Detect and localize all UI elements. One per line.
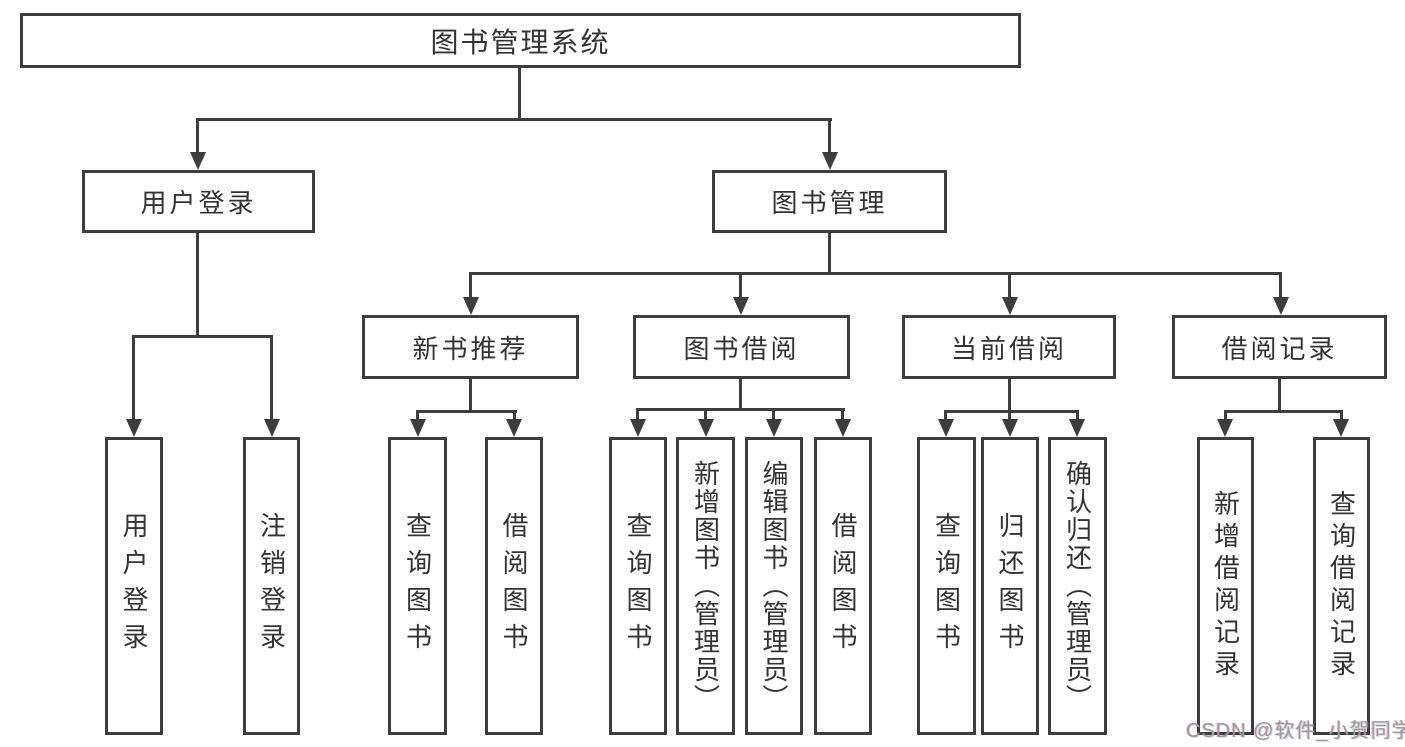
connector-line bbox=[944, 410, 1079, 413]
arrow-down-icon bbox=[1333, 419, 1349, 437]
connector-line bbox=[944, 410, 947, 421]
node-label: 用户登录 bbox=[140, 188, 257, 218]
node-label: 新书推荐 bbox=[412, 333, 529, 364]
node-book-borrowing: 图书借阅 bbox=[633, 315, 850, 379]
arrow-down-icon bbox=[1273, 297, 1289, 315]
node-label: 编辑图书（管理员） bbox=[759, 460, 789, 712]
connector-line bbox=[416, 410, 419, 421]
arrow-down-icon bbox=[766, 419, 782, 437]
connector-line bbox=[1008, 410, 1011, 421]
connector-line bbox=[772, 408, 775, 421]
leaf-bb-borrow-books: 借阅图书 bbox=[814, 437, 872, 735]
node-label: 借阅记录 bbox=[1221, 333, 1338, 364]
connector-line bbox=[196, 118, 199, 154]
watermark-csdn: CSDN @软件_小贺同学 bbox=[1186, 720, 1405, 742]
node-label: 图书借阅 bbox=[683, 333, 800, 364]
connector-line bbox=[518, 68, 521, 118]
node-book-management: 图书管理 bbox=[712, 170, 947, 233]
node-label: 借阅图书 bbox=[828, 512, 858, 660]
connector-line bbox=[1224, 410, 1343, 413]
node-borrowing-records: 借阅记录 bbox=[1172, 315, 1387, 379]
connector-line bbox=[1076, 410, 1079, 421]
arrow-down-icon bbox=[1002, 297, 1018, 315]
node-label: 查询图书 bbox=[402, 512, 433, 660]
node-label: 图书管理系统 bbox=[430, 26, 611, 58]
connector-line bbox=[1340, 410, 1343, 421]
node-user-login: 用户登录 bbox=[82, 170, 315, 233]
leaf-bb-add-books-admin: 新增图书（管理员） bbox=[676, 437, 735, 735]
connector-line bbox=[469, 379, 472, 410]
connector-line bbox=[416, 410, 517, 413]
arrow-down-icon bbox=[410, 419, 426, 437]
leaf-logout: 注销登录 bbox=[243, 437, 300, 735]
connector-line bbox=[1008, 272, 1011, 299]
node-current-borrowing: 当前借阅 bbox=[902, 315, 1116, 379]
arrow-down-icon bbox=[463, 297, 479, 315]
connector-line bbox=[132, 335, 273, 338]
connector-line bbox=[1224, 410, 1227, 421]
leaf-cb-confirm-return-admin: 确认归还（管理员） bbox=[1048, 437, 1107, 735]
leaf-nb-query-books: 查询图书 bbox=[388, 437, 447, 735]
connector-line bbox=[704, 408, 707, 421]
connector-line bbox=[196, 233, 199, 335]
connector-line bbox=[636, 408, 845, 411]
connector-line bbox=[270, 335, 273, 421]
node-label: 借阅图书 bbox=[499, 512, 529, 660]
arrow-down-icon bbox=[1002, 419, 1018, 437]
connector-line bbox=[841, 408, 844, 421]
node-library-management-system: 图书管理系统 bbox=[20, 13, 1021, 68]
arrow-down-icon bbox=[733, 297, 749, 315]
node-label: 归还图书 bbox=[995, 512, 1025, 660]
node-label: 注销登录 bbox=[256, 512, 287, 660]
arrow-down-icon bbox=[126, 419, 142, 437]
connector-line bbox=[739, 379, 742, 408]
connector-line bbox=[196, 118, 832, 121]
node-label: 新增借阅记录 bbox=[1210, 490, 1241, 682]
node-new-book-recommendation: 新书推荐 bbox=[362, 315, 579, 379]
connector-line bbox=[1008, 379, 1011, 410]
connector-line bbox=[828, 118, 831, 154]
leaf-cb-query-books: 查询图书 bbox=[917, 437, 976, 735]
node-label: 当前借阅 bbox=[950, 333, 1067, 364]
leaf-nb-borrow-books: 借阅图书 bbox=[485, 437, 543, 735]
connector-line bbox=[132, 335, 135, 421]
arrow-down-icon bbox=[822, 152, 838, 170]
node-label: 新增图书（管理员） bbox=[690, 460, 721, 712]
leaf-bb-edit-books-admin: 编辑图书（管理员） bbox=[745, 437, 803, 735]
node-label: 用户登录 bbox=[119, 512, 149, 660]
arrow-down-icon bbox=[190, 152, 206, 170]
arrow-down-icon bbox=[506, 419, 522, 437]
arrow-down-icon bbox=[938, 419, 954, 437]
connector-line bbox=[828, 233, 831, 272]
node-label: 图书管理 bbox=[771, 188, 888, 218]
arrow-down-icon bbox=[1069, 419, 1085, 437]
leaf-user-login: 用户登录 bbox=[105, 437, 163, 735]
arrow-down-icon bbox=[630, 419, 646, 437]
node-label: 查询借阅记录 bbox=[1326, 490, 1357, 682]
arrow-down-icon bbox=[835, 419, 851, 437]
arrow-down-icon bbox=[698, 419, 714, 437]
node-label: 确认归还（管理员） bbox=[1062, 460, 1093, 712]
arrow-down-icon bbox=[264, 419, 280, 437]
connector-line bbox=[636, 408, 639, 421]
connector-line bbox=[1279, 272, 1282, 299]
leaf-br-add-record: 新增借阅记录 bbox=[1197, 437, 1254, 735]
connector-line bbox=[513, 410, 516, 421]
leaf-bb-query-books: 查询图书 bbox=[609, 437, 667, 735]
arrow-down-icon bbox=[1217, 419, 1233, 437]
connector-line bbox=[739, 272, 742, 299]
node-label: 查询图书 bbox=[623, 512, 653, 660]
node-label: 查询图书 bbox=[931, 512, 962, 660]
connector-line bbox=[469, 272, 1282, 275]
connector-line bbox=[1278, 379, 1281, 410]
leaf-br-query-record: 查询借阅记录 bbox=[1313, 437, 1370, 735]
leaf-cb-return-books: 归还图书 bbox=[981, 437, 1039, 735]
connector-line bbox=[469, 272, 472, 299]
